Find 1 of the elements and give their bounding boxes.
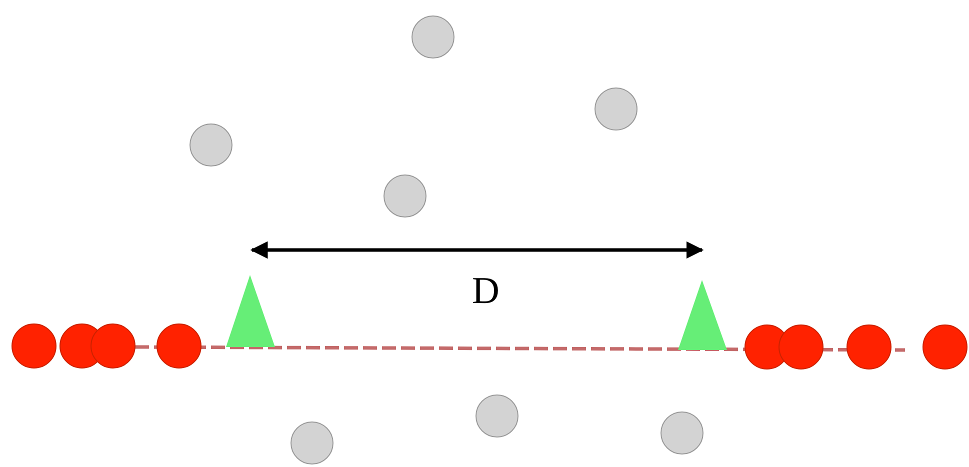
distance-label: D (472, 272, 500, 310)
